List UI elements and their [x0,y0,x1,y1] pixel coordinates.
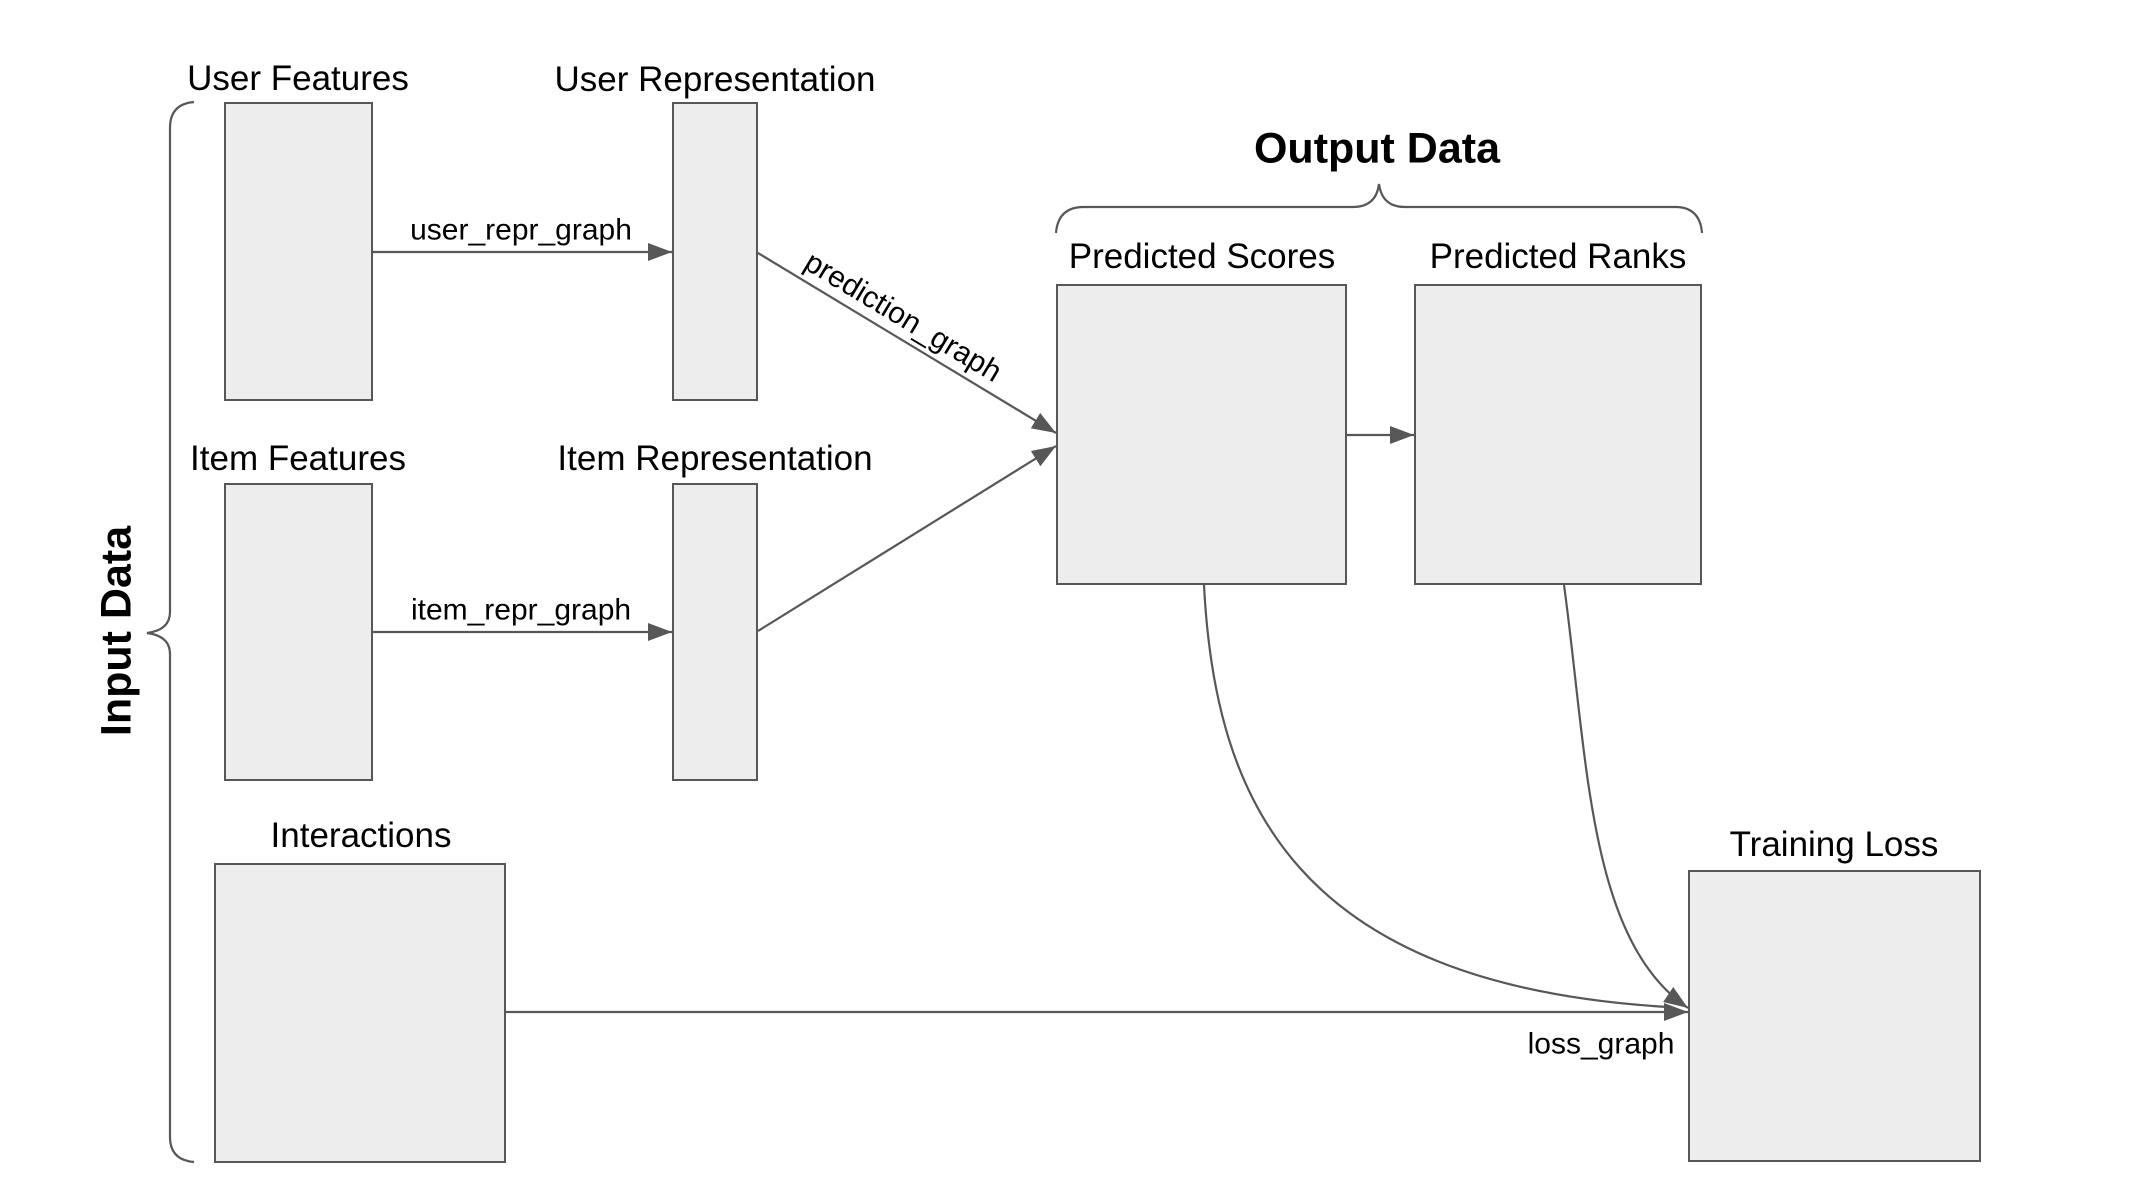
loss-graph-edge-label: loss_graph [1527,1027,1675,1061]
predicted-ranks-box [1414,284,1702,585]
edge-ranks-to-loss-curve [1562,584,1689,1009]
user-features-label: User Features [187,58,409,98]
output-data-title: Output Data [1253,124,1501,173]
item-features-label: Item Features [190,438,406,478]
training-loss-box [1688,870,1981,1162]
user-repr-graph-edge-label: user_repr_graph [410,213,632,247]
predicted-scores-label: Predicted Scores [1068,236,1336,276]
edge-prediction-graph-user [757,252,1057,434]
interactions-label: Interactions [270,815,452,855]
prediction-graph-edge-label: prediction_graph [798,245,1008,389]
predicted-scores-box [1056,284,1347,585]
item-repr-graph-edge-label: item_repr_graph [410,593,632,627]
edge-scores-to-loss-curve [1202,584,1669,1009]
item-representation-box [672,483,758,781]
input-data-title: Input Data [92,525,141,737]
item-representation-label: Item Representation [557,438,873,478]
output-data-brace [1054,183,1704,234]
training-loss-label: Training Loss [1729,824,1939,864]
item-features-box [224,483,373,781]
user-representation-label: User Representation [554,59,876,99]
interactions-box [214,863,506,1163]
user-representation-box [672,102,758,401]
input-data-brace [146,100,195,1164]
predicted-ranks-label: Predicted Ranks [1429,236,1687,276]
user-features-box [224,102,373,401]
